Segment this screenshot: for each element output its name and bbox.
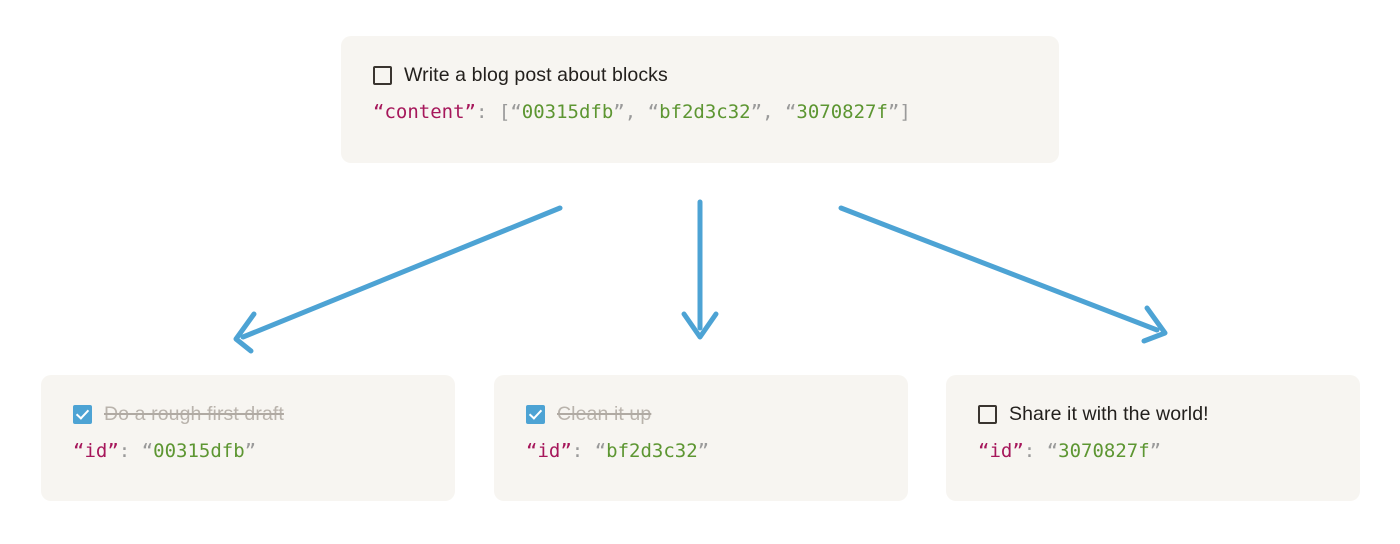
json-key-quote-open: “ [373, 101, 385, 123]
json-value-quote-close: ” [613, 101, 625, 123]
checkbox-checked-icon[interactable] [526, 404, 545, 424]
json-colon: : [571, 440, 595, 462]
json-value-quote-open: “ [1046, 440, 1059, 462]
checkbox-unchecked-icon[interactable] [373, 65, 392, 85]
task-title: Share it with the world! [1009, 403, 1209, 425]
json-value-quote-open: “ [141, 440, 154, 462]
json-array-values: “00315dfb”, “bf2d3c32”, “3070827f” [510, 101, 899, 123]
json-colon: : [475, 101, 499, 123]
json-id-line: “id”: “00315dfb” [73, 438, 425, 464]
json-key-quote-open: “ [526, 440, 538, 462]
json-value: 00315dfb [153, 440, 245, 462]
task-row: Share it with the world! [978, 401, 1330, 427]
json-value-quote-open: “ [647, 101, 660, 123]
arrow-to-left-child [233, 205, 563, 354]
json-close-bracket: ] [899, 101, 911, 123]
arrow-to-right-child [838, 205, 1168, 344]
json-key-quote-close: ” [107, 440, 119, 462]
json-value-quote-close: ” [750, 101, 763, 123]
json-value: bf2d3c32 [659, 101, 751, 123]
json-colon: : [1023, 440, 1047, 462]
json-value-quote-close: ” [887, 101, 900, 123]
json-key: id [989, 440, 1013, 462]
json-value-quote-open: “ [510, 101, 522, 123]
json-value-quote-close: ” [697, 440, 710, 462]
arrow-to-middle-child [681, 199, 719, 340]
json-value-quote-open: “ [784, 101, 797, 123]
json-value: bf2d3c32 [606, 440, 698, 462]
checkbox-unchecked-icon[interactable] [978, 404, 997, 424]
task-row: Clean it up [526, 401, 878, 427]
task-row: Write a blog post about blocks [373, 62, 1029, 88]
json-separator: , [624, 101, 648, 123]
json-key-quote-open: “ [73, 440, 85, 462]
json-key: id [537, 440, 561, 462]
task-row: Do a rough first draft [73, 401, 425, 427]
json-open-bracket: [ [498, 101, 511, 123]
json-value-quote-close: ” [244, 440, 257, 462]
json-key: id [84, 440, 108, 462]
parent-task-card[interactable]: Write a blog post about blocks “content”… [341, 36, 1059, 163]
json-value-quote-open: “ [594, 440, 607, 462]
json-key-quote-close: ” [560, 440, 572, 462]
child-task-card-3[interactable]: Share it with the world! “id”: “3070827f… [946, 375, 1360, 501]
json-separator: , [762, 101, 785, 123]
json-colon: : [118, 440, 142, 462]
child-task-card-1[interactable]: Do a rough first draft “id”: “00315dfb” [41, 375, 455, 501]
json-key-quote-close: ” [1012, 440, 1024, 462]
json-value: 00315dfb [521, 101, 614, 123]
json-id-line: “id”: “3070827f” [978, 438, 1330, 464]
task-title: Write a blog post about blocks [404, 64, 668, 86]
checkbox-checked-icon[interactable] [73, 404, 92, 424]
json-id-line: “id”: “bf2d3c32” [526, 438, 878, 464]
json-value: 3070827f [796, 101, 888, 123]
json-key-quote-close: ” [464, 101, 476, 123]
task-title: Do a rough first draft [104, 403, 284, 425]
json-key-quote-open: “ [978, 440, 990, 462]
json-value: 3070827f [1058, 440, 1150, 462]
json-content-line: “content”: [“00315dfb”, “bf2d3c32”, “307… [373, 99, 1029, 125]
json-value-quote-close: ” [1149, 440, 1162, 462]
task-title: Clean it up [557, 403, 652, 425]
child-task-card-2[interactable]: Clean it up “id”: “bf2d3c32” [494, 375, 908, 501]
json-key: content [384, 101, 465, 123]
